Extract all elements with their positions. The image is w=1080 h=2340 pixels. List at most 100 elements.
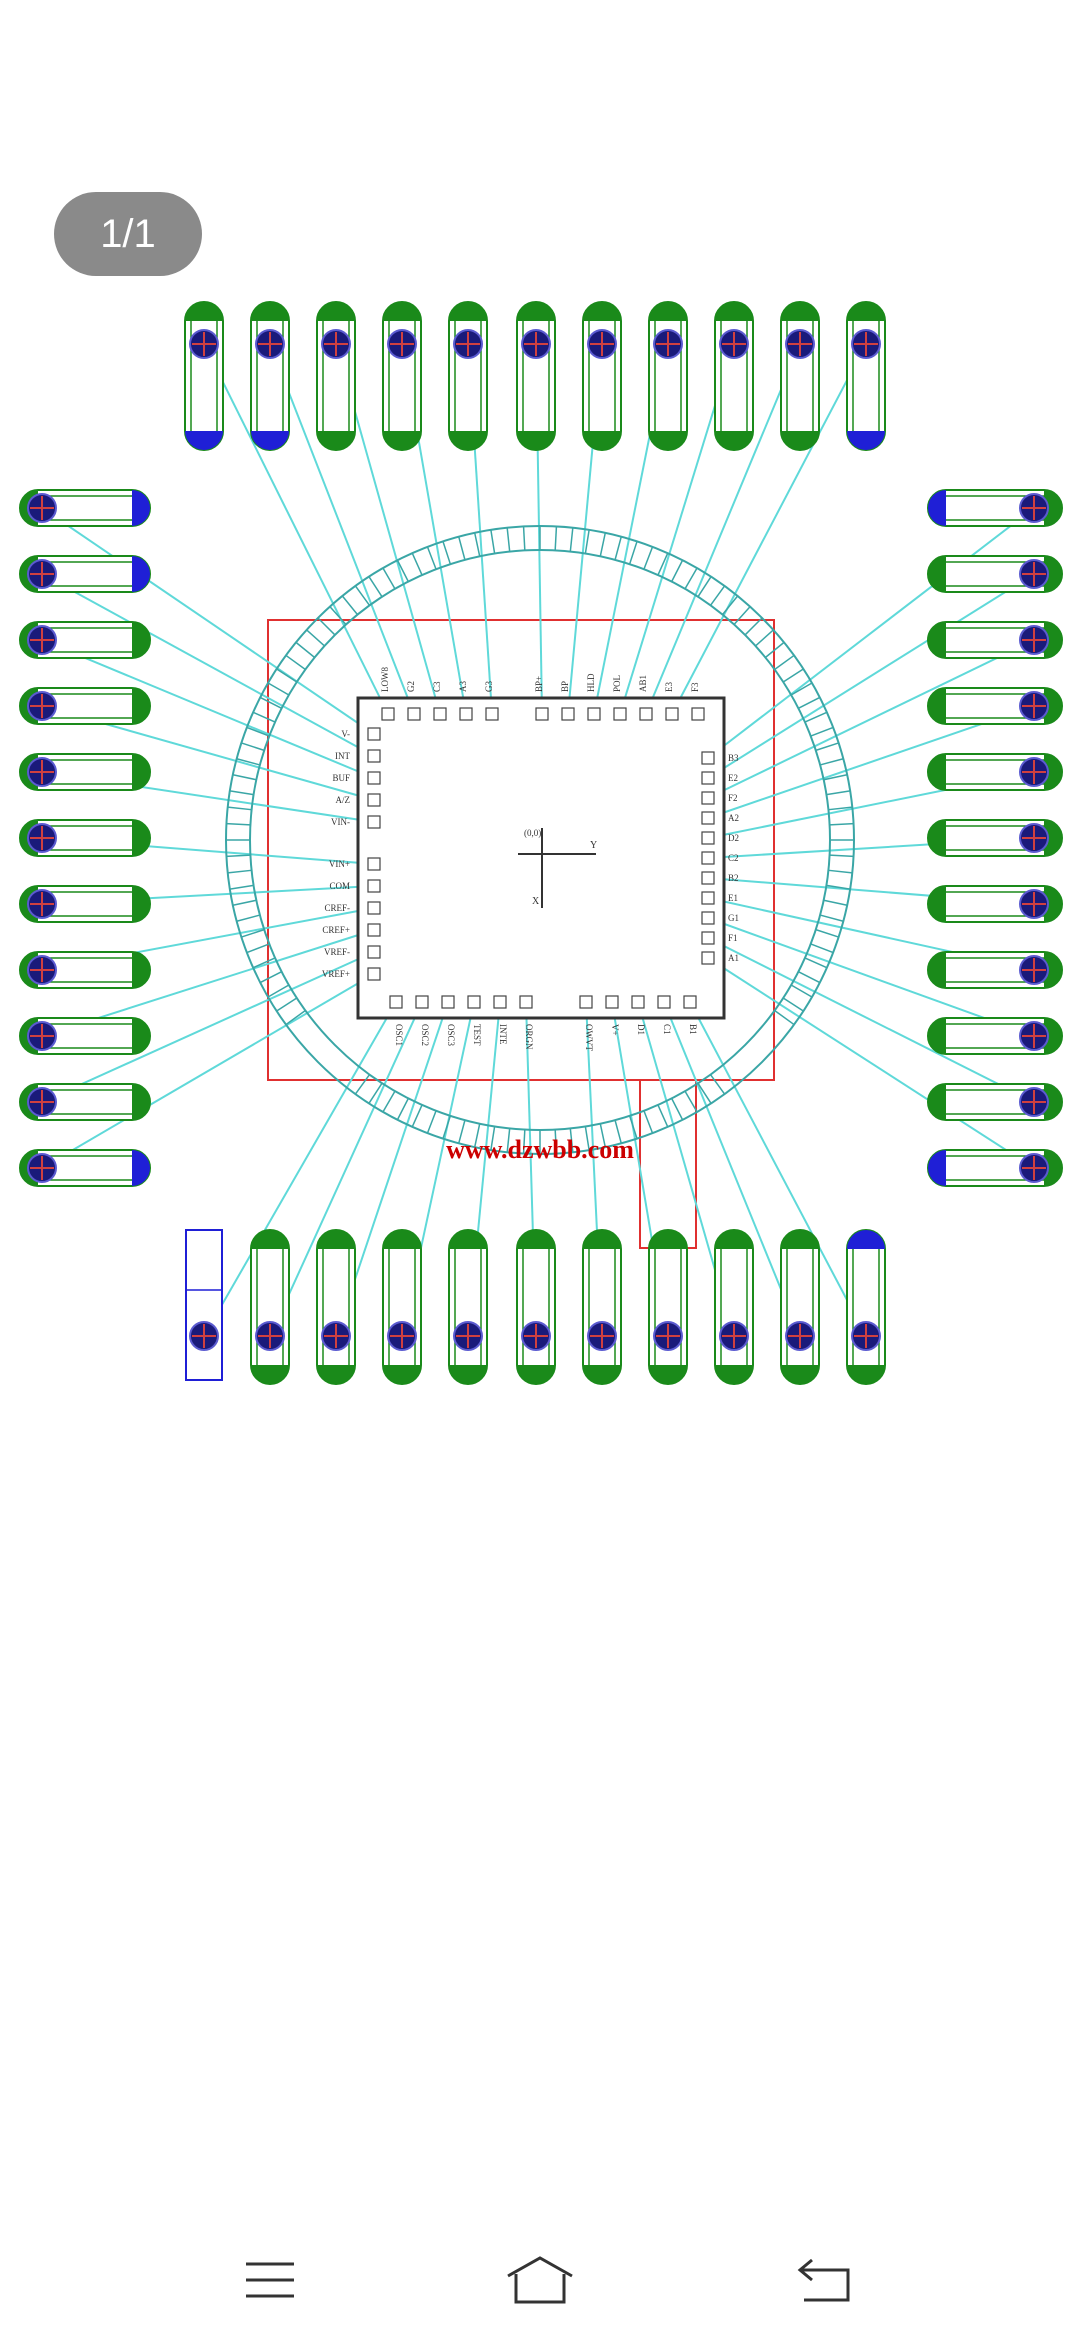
trace <box>269 343 415 715</box>
chip-pin-label-top: POL <box>612 675 622 692</box>
crosshair-label-origin: (0,0) <box>524 828 541 838</box>
ring-tick <box>522 526 526 551</box>
chip-pin-label-right: D2 <box>728 833 739 843</box>
ring-tick <box>458 1119 466 1144</box>
ring-tick <box>226 822 251 826</box>
ring-tick <box>569 527 574 552</box>
pad-top <box>582 301 622 451</box>
ring-group <box>225 525 855 1155</box>
trace <box>203 1001 397 1337</box>
ring-tick <box>341 595 359 616</box>
pad-right <box>927 753 1063 791</box>
ring-tick <box>628 1115 638 1139</box>
ring-tick <box>267 984 290 998</box>
pad-right <box>927 1017 1063 1055</box>
chip-pin <box>701 851 715 865</box>
pad-bottom <box>448 1229 488 1385</box>
ring-tick <box>782 997 804 1012</box>
ring-tick <box>232 899 257 907</box>
ring-tick <box>506 527 511 552</box>
pad-left <box>19 1017 151 1055</box>
ring-tick <box>227 869 252 874</box>
ring-tick <box>506 1128 511 1153</box>
chip-pin-label-bottom: ORGN <box>524 1024 534 1050</box>
chip-pin <box>701 911 715 925</box>
trace <box>41 951 375 1103</box>
ring-tick <box>829 822 854 826</box>
chip-pin <box>519 995 533 1009</box>
chip-pin <box>561 707 575 721</box>
pad-left <box>19 885 151 923</box>
trace <box>645 343 801 715</box>
chip-pin <box>613 707 627 721</box>
chip-pin-label-bottom: INTE <box>498 1024 508 1045</box>
chip-pin <box>639 707 653 721</box>
pad-left <box>19 1083 151 1121</box>
chip-pin <box>367 945 381 959</box>
chip-pin <box>381 707 395 721</box>
chip-pin-label-left: V- <box>341 729 350 739</box>
ring-tick <box>267 682 290 696</box>
ring-tick <box>522 1129 526 1154</box>
ring-tick <box>259 696 282 710</box>
hamburger-menu-icon <box>246 2262 294 2298</box>
ring-tick <box>709 585 726 606</box>
ring-tick <box>810 943 834 954</box>
ring-tick <box>584 1126 590 1151</box>
pad-bottom <box>780 1229 820 1385</box>
board-outline <box>267 619 775 1081</box>
ring-tick <box>782 668 804 683</box>
trace <box>663 1001 801 1337</box>
ring-tick <box>684 1090 698 1113</box>
chip-pin-label-left: CREF- <box>324 903 350 913</box>
ring-tick <box>285 1009 306 1026</box>
ring-tick <box>232 773 257 781</box>
back-button[interactable] <box>756 2220 896 2340</box>
chip-pin <box>701 751 715 765</box>
ring-tick <box>252 957 276 969</box>
pad-right <box>927 951 1063 989</box>
pad-bottom <box>582 1229 622 1385</box>
ring-tick <box>442 1115 452 1139</box>
menu-button[interactable] <box>200 2220 340 2340</box>
chip-pin-label-right: A2 <box>728 813 739 823</box>
pad-top <box>382 301 422 451</box>
crosshair-label-x: X <box>532 896 540 907</box>
watermark: www.dzwbb.com <box>446 1135 634 1164</box>
chip-pin <box>467 995 481 1009</box>
chip-pin-label-left: CREF+ <box>322 925 350 935</box>
chip-pin-label-bottom: V+ <box>610 1024 620 1036</box>
home-button[interactable] <box>470 2220 610 2340</box>
chip-pin-label-bottom: D1 <box>636 1024 646 1035</box>
pad-bottom <box>316 1229 356 1385</box>
ring-tick <box>490 529 496 554</box>
chip-pin <box>701 831 715 845</box>
ring-tick <box>798 696 821 710</box>
ring-tick <box>259 970 282 984</box>
pad-right <box>927 1149 1063 1187</box>
chip-pin <box>433 707 447 721</box>
trace <box>269 1001 423 1337</box>
trace <box>203 343 389 715</box>
ring-tick <box>411 1104 423 1128</box>
ring-tick <box>657 1104 669 1128</box>
pads-group <box>19 301 1063 1385</box>
ring-tick <box>828 869 853 874</box>
ring-tick <box>828 806 853 811</box>
ring-tick <box>798 970 821 984</box>
chip-pin <box>579 995 593 1009</box>
chip-pin <box>367 793 381 807</box>
ring-tick <box>554 526 558 551</box>
pad-bottom <box>714 1229 754 1385</box>
chip-pin-label-bottom: C1 <box>662 1024 672 1035</box>
pad-right <box>927 621 1063 659</box>
chip-pin <box>701 771 715 785</box>
pad-left <box>19 489 151 527</box>
ring-tick <box>229 884 254 890</box>
ring-tick <box>354 1074 371 1095</box>
chip-pin-label-right: A1 <box>728 953 739 963</box>
ring-tick <box>744 617 763 636</box>
trace <box>707 573 1035 779</box>
chip-pin-label-left: COM <box>329 881 350 891</box>
pad-top <box>250 301 290 451</box>
